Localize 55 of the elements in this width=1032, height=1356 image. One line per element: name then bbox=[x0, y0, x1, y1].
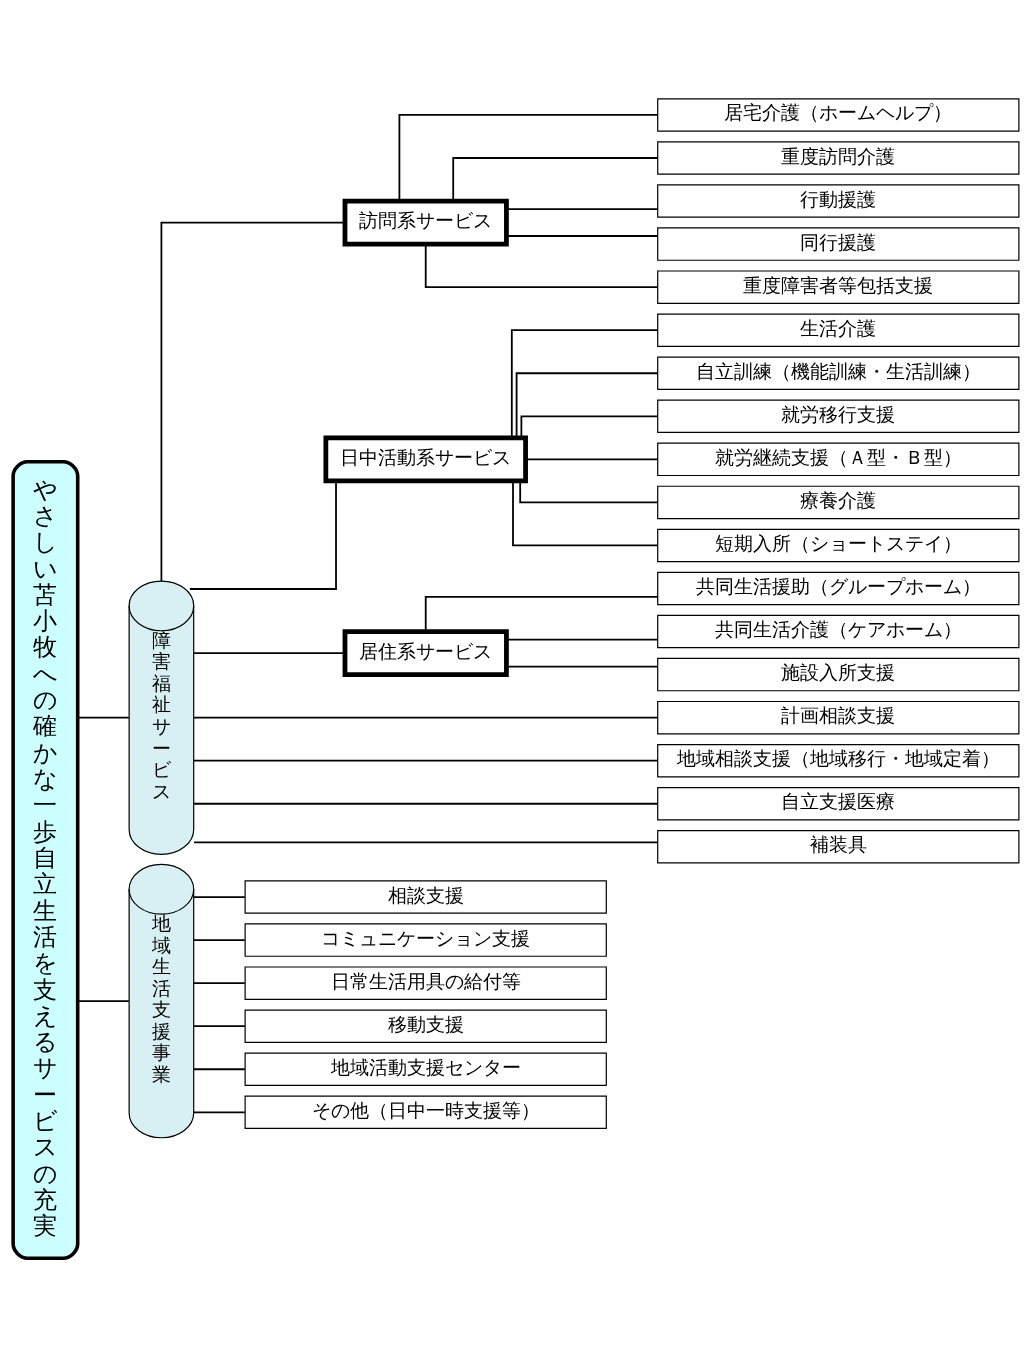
connector bbox=[192, 1110, 246, 1113]
node-box: 地域活動支援センター bbox=[244, 1052, 607, 1086]
connector bbox=[505, 638, 659, 641]
node-box: 就労継続支援（Ａ型・Ｂ型） bbox=[657, 442, 1020, 476]
connector bbox=[505, 207, 659, 210]
node-box: 居宅介護（ホームヘルプ） bbox=[657, 97, 1020, 132]
connector bbox=[424, 243, 659, 288]
node-box: 施設入所支援 bbox=[657, 657, 1020, 691]
connector bbox=[398, 113, 659, 202]
node-box: 日中活動系サービス bbox=[323, 434, 528, 483]
connector bbox=[519, 480, 659, 503]
connector bbox=[520, 414, 659, 438]
node-box: 就労移行支援 bbox=[657, 399, 1020, 433]
connector bbox=[192, 651, 346, 654]
connector bbox=[452, 156, 659, 202]
connector bbox=[193, 841, 659, 843]
connector bbox=[76, 716, 130, 719]
connector bbox=[193, 716, 659, 719]
node-box: 自立支援医療 bbox=[657, 786, 1020, 820]
connector bbox=[193, 802, 659, 805]
connector bbox=[192, 895, 246, 898]
node-box: 居住系サービス bbox=[342, 628, 509, 677]
node-box: 生活介護 bbox=[657, 312, 1020, 347]
node-box: やさしい苫小牧への確かな一歩自立生活を支えるサービスの充実 bbox=[11, 459, 80, 1260]
connector bbox=[505, 665, 659, 667]
node-box: 訪問系サービス bbox=[342, 198, 509, 246]
node-box: 日常生活用具の給付等 bbox=[244, 965, 607, 1000]
node-box: 療養介護 bbox=[657, 485, 1020, 519]
node-box: 重度訪問介護 bbox=[657, 140, 1020, 175]
node-box: 計画相談支援 bbox=[657, 700, 1020, 734]
node-box: 相談支援 bbox=[244, 879, 607, 914]
connector bbox=[505, 234, 659, 237]
connector bbox=[524, 457, 659, 460]
connector bbox=[192, 1067, 246, 1070]
connector bbox=[192, 1024, 246, 1027]
connector bbox=[192, 938, 246, 941]
connector bbox=[76, 999, 130, 1002]
connector bbox=[192, 981, 246, 984]
connector bbox=[510, 328, 659, 438]
connector bbox=[160, 221, 346, 582]
node-box: 行動援護 bbox=[657, 183, 1020, 218]
connector bbox=[515, 371, 659, 438]
node-box: 自立訓練（機能訓練・生活訓練） bbox=[657, 356, 1020, 390]
node-box: コミュニケーション支援 bbox=[244, 922, 607, 957]
node-box: 共同生活介護（ケアホーム） bbox=[657, 614, 1020, 648]
node-box: 同行援護 bbox=[657, 226, 1020, 261]
node-box: 地域相談支援（地域移行・地域定着） bbox=[657, 743, 1020, 777]
node-box: 短期入所（ショートステイ） bbox=[657, 528, 1020, 562]
node-box: その他（日中一時支援等） bbox=[244, 1095, 607, 1129]
node-box: 移動支援 bbox=[244, 1008, 607, 1043]
connector bbox=[424, 595, 659, 632]
connector bbox=[193, 759, 659, 762]
node-box: 共同生活援助（グループホーム） bbox=[657, 571, 1020, 605]
node-box: 補装具 bbox=[657, 829, 1020, 864]
node-box: 重度障害者等包括支援 bbox=[657, 269, 1020, 304]
